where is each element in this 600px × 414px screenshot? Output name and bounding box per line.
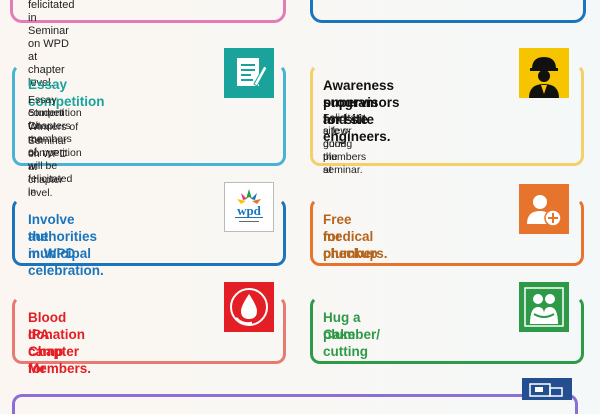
hug-icon xyxy=(519,282,569,332)
card-medical-title-2: for plumbers. xyxy=(323,229,388,261)
card-awareness-title-2: supervisors and site engineers. xyxy=(323,95,400,144)
card-municipal-frame xyxy=(12,198,286,266)
card-essay-frame xyxy=(12,64,286,166)
card-top-right-frame xyxy=(310,0,586,23)
card-bottom-frame xyxy=(12,394,578,414)
blood-drop-icon xyxy=(224,282,274,332)
card-awareness-line-2: site or during the seminar. xyxy=(323,125,363,176)
card-essay-title: Essay competition xyxy=(28,77,105,109)
card-medical-title-1: Free medical checkup xyxy=(323,212,378,261)
wpd-logo-icon: wpd xyxy=(224,182,274,232)
card-blood-title-2: IPA Chapter Members. xyxy=(28,327,92,376)
card-medical-frame xyxy=(310,198,584,266)
card-awareness-frame xyxy=(310,64,584,166)
card-essay-line-2: Student Chapters xyxy=(28,107,71,132)
card-blood-frame xyxy=(12,296,286,364)
card-essay-line-4: Seminar on WPD at chapter level. xyxy=(28,135,68,199)
engineer-helmet-icon xyxy=(519,48,569,98)
card-municipal-title-1: Involve the municipal xyxy=(28,212,92,261)
card-municipal-title-2: authorities in WPD celebration. xyxy=(28,229,104,278)
card-blood-title-1: Blood donation camp for xyxy=(28,310,85,376)
card-essay-line-1: Essay competition for members of xyxy=(28,94,82,158)
card-awareness-title-1: Awareness program for site xyxy=(323,78,395,127)
card-top-left-text: felicitated in Seminar on WPD at chapter… xyxy=(28,0,75,89)
truck-icon xyxy=(522,378,572,400)
document-pen-icon xyxy=(224,48,274,98)
card-awareness-line-1: Felicitate a few good plumbers at xyxy=(323,112,367,176)
wpd-logo-text: wpd xyxy=(237,203,261,218)
card-essay-line-3: Winners of the competition will be felic… xyxy=(28,121,82,198)
card-hug-frame xyxy=(310,296,584,364)
card-hug-title-2: Cake cutting xyxy=(323,327,368,359)
medical-plus-icon xyxy=(519,184,569,234)
card-top-left-frame xyxy=(10,0,286,23)
card-hug-title-1: Hug a plumber/ xyxy=(323,310,381,342)
